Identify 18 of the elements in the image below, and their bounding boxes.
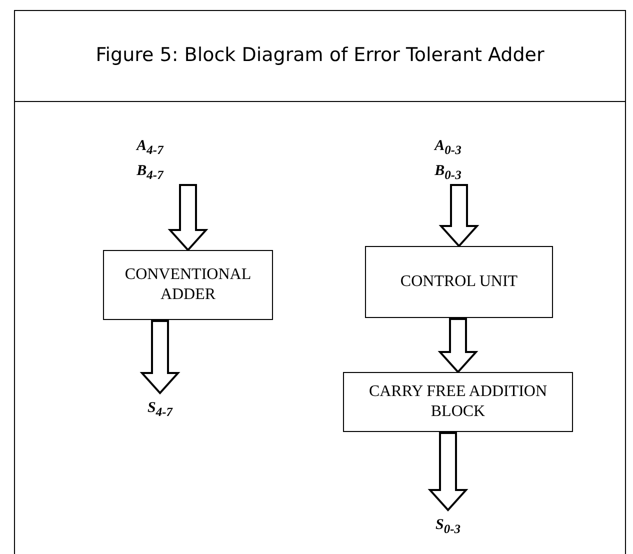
signal-label: B$_{4-7}$	[136, 162, 164, 184]
signal-label: S$_{0-3}$	[435, 516, 460, 538]
figure-title: Figure 5: Block Diagram of Error Tolerant Adder	[94, 43, 546, 68]
block-arrow	[438, 318, 478, 374]
signal-label: S$_{4-7}$	[147, 398, 172, 421]
signal-label: B$_{0-3}$	[434, 162, 462, 184]
block-arrow	[168, 184, 208, 252]
block-arrow	[438, 184, 480, 248]
signal-label: A$_{4-7}$	[136, 137, 164, 160]
block-arrow	[140, 320, 180, 394]
block-label: CONTROL UNIT	[400, 272, 518, 292]
block-label: CARRY FREE ADDITION BLOCK	[368, 382, 548, 422]
block-arrow	[428, 432, 468, 512]
process-box	[365, 246, 553, 318]
signal-label: A$_{0-3}$	[434, 137, 462, 160]
block-label: CONVENTIONAL ADDER	[124, 265, 252, 305]
process-box	[343, 372, 573, 432]
process-box	[103, 250, 273, 320]
